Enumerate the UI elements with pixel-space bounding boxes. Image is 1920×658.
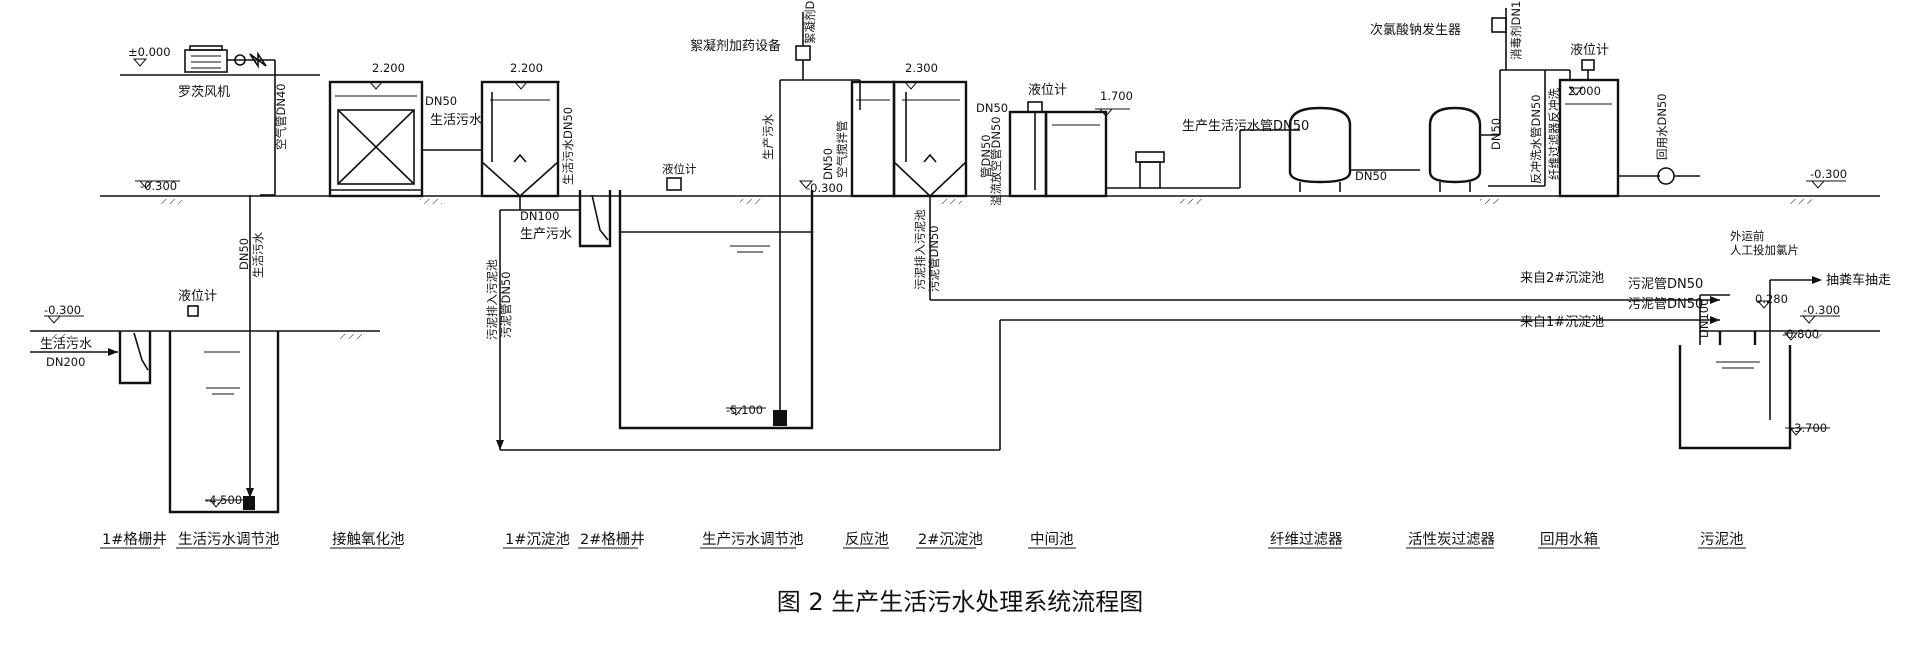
living-water-label: 生活污水	[430, 113, 482, 128]
contact-oxidation-tank	[328, 80, 424, 198]
flocculant-dosing	[779, 12, 861, 170]
air-pipe-label: 空气管DN40	[274, 83, 288, 150]
sludge-pipe-dn50-2: 污泥管DN50	[927, 225, 941, 292]
unit-sludge: 污泥池	[1700, 531, 1744, 548]
living-water-dn50: 生活污水DN50	[561, 107, 575, 185]
roots-blower: 罗茨风机	[178, 45, 276, 196]
unit-sed2: 2#沉淀池	[918, 531, 983, 548]
elev-m0300-c: -0.300	[1810, 167, 1847, 181]
sludge-dn50-2: 污泥管DN50	[1628, 297, 1703, 312]
truck-label: 抽粪车抽走	[1826, 272, 1891, 288]
unit-grid1: 1#格栅井	[102, 531, 167, 548]
level-meter-1: 液位计	[178, 289, 217, 304]
from-sed2: 来自2#沉淀池	[1520, 271, 1604, 286]
sludge-pipe-dn50-1: 污泥管DN50	[499, 271, 513, 338]
unit-carbon: 活性炭过滤器	[1408, 531, 1495, 548]
production-regulation-pool	[618, 170, 814, 430]
level-meter-2: 液位计	[662, 162, 697, 176]
unit-reg-living: 生活污水调节池	[178, 531, 280, 548]
prod-water-label: 生产污水	[520, 227, 572, 242]
flocculant-label: 絮凝剂加药设备	[690, 38, 781, 54]
elev-2200-a: 2.200	[372, 61, 405, 75]
unit-react: 反应池	[845, 530, 889, 548]
sludge-pipes	[929, 196, 1720, 324]
ground-hatches	[50, 199, 1822, 339]
elev-m5100: -5.100	[726, 403, 763, 417]
dn50-f: DN50	[1355, 169, 1387, 183]
hypochlorite-generator	[1491, 8, 1507, 70]
sedimentation-tank-2	[892, 80, 968, 198]
dn50-vert: DN50	[237, 238, 251, 270]
elev-m0300-a: -0.300	[140, 179, 177, 193]
dn50-a: DN50	[425, 94, 457, 108]
elev-1700: 1.700	[1100, 89, 1133, 103]
elev-m0800: -0.800	[1782, 327, 1819, 341]
overflow-pipe: 溢流放空管DN50	[989, 116, 1003, 206]
carbon-filter	[1428, 106, 1482, 192]
elev-m0300-d: -0.300	[44, 303, 81, 317]
disinfect-pipe: 消毒剂DN15	[1509, 0, 1523, 60]
middle-pool	[1008, 101, 1108, 198]
pipe-dn50-e: 管DN50	[979, 134, 993, 178]
reuse-pipe: 回用水DN50	[1655, 93, 1669, 160]
external-label: 外运前	[1730, 229, 1765, 243]
sludge-pool	[1678, 276, 1822, 450]
unit-reg-prod: 生产污水调节池	[702, 531, 804, 548]
unit-fiber: 纤维过滤器	[1270, 531, 1343, 548]
elev-0280: 0.280	[1755, 292, 1788, 306]
elev-m0300-e: -0.300	[1803, 303, 1840, 317]
prod-living-pipe: 生产生活污水管DN50	[1182, 119, 1309, 134]
dn50-g: DN50	[1489, 118, 1503, 150]
from-sed1: 来自1#沉淀池	[1520, 315, 1604, 330]
lift-pump	[1106, 129, 1300, 189]
sludge-dn50-1: 污泥管DN50	[1628, 277, 1703, 292]
prod-water-vert: 生产污水	[761, 114, 775, 160]
dn50-c: DN50	[821, 148, 835, 180]
flocculant-pipe: 絮凝剂DN15	[803, 0, 817, 44]
unit-mid: 中间池	[1030, 531, 1074, 548]
dn100-label: DN100	[520, 209, 559, 223]
level-meter-4: 液位计	[1570, 43, 1609, 58]
elev-2200-b: 2.200	[510, 61, 543, 75]
dn50-d: DN50	[976, 101, 1008, 115]
elev-2300: 2.300	[905, 61, 938, 75]
grid-well-2	[578, 190, 612, 248]
living-water-input: 生活污水	[40, 337, 92, 352]
dn100-b: DN100	[1697, 299, 1711, 338]
unit-reuse: 回用水箱	[1540, 531, 1598, 548]
living-regulation-pool	[168, 195, 280, 514]
manual-add: 人工投加氯片	[1730, 243, 1799, 257]
figure-caption: 图 2 生产生活污水处理系统流程图	[777, 588, 1144, 616]
reaction-tank	[850, 80, 896, 198]
elev-m3700: -3.700	[1790, 421, 1827, 435]
elev-0000: ±0.000	[128, 45, 171, 59]
reuse-water-tank	[1558, 59, 1620, 198]
backwash-pipe: 反冲洗水管DN50	[1529, 94, 1543, 184]
unit-sed1: 1#沉淀池	[505, 531, 570, 548]
unit-contact-ox: 接触氧化池	[332, 531, 405, 548]
sludge-to-pool-2: 污泥排入污泥池	[913, 209, 927, 290]
hypochlorite-label: 次氯酸钠发生器	[1370, 22, 1461, 38]
elev-m0300-b: -0.300	[806, 181, 843, 195]
fiber-filter	[1288, 106, 1352, 192]
elev-m4500: -4.500	[205, 493, 242, 507]
grid-well-1	[118, 331, 152, 385]
fiber-backwash: 纤维过滤器反冲洗	[1547, 88, 1561, 180]
unit-grid2: 2#格栅井	[580, 531, 645, 548]
living-water-vert: 生活污水	[251, 232, 265, 278]
blower-label: 罗茨风机	[178, 85, 230, 100]
level-meter-3: 液位计	[1028, 83, 1067, 98]
pipes-left	[496, 196, 1720, 451]
sludge-to-pool-1: 污泥排入污泥池	[485, 259, 499, 340]
dn200-label: DN200	[46, 355, 85, 369]
air-control: 空气搅拌管	[835, 121, 849, 179]
elev-2000: 2.000	[1568, 84, 1601, 98]
unit-labels: 1#格栅井 生活污水调节池 接触氧化池 1#沉淀池 2#格栅井 生产污水调节池 …	[100, 530, 1746, 549]
